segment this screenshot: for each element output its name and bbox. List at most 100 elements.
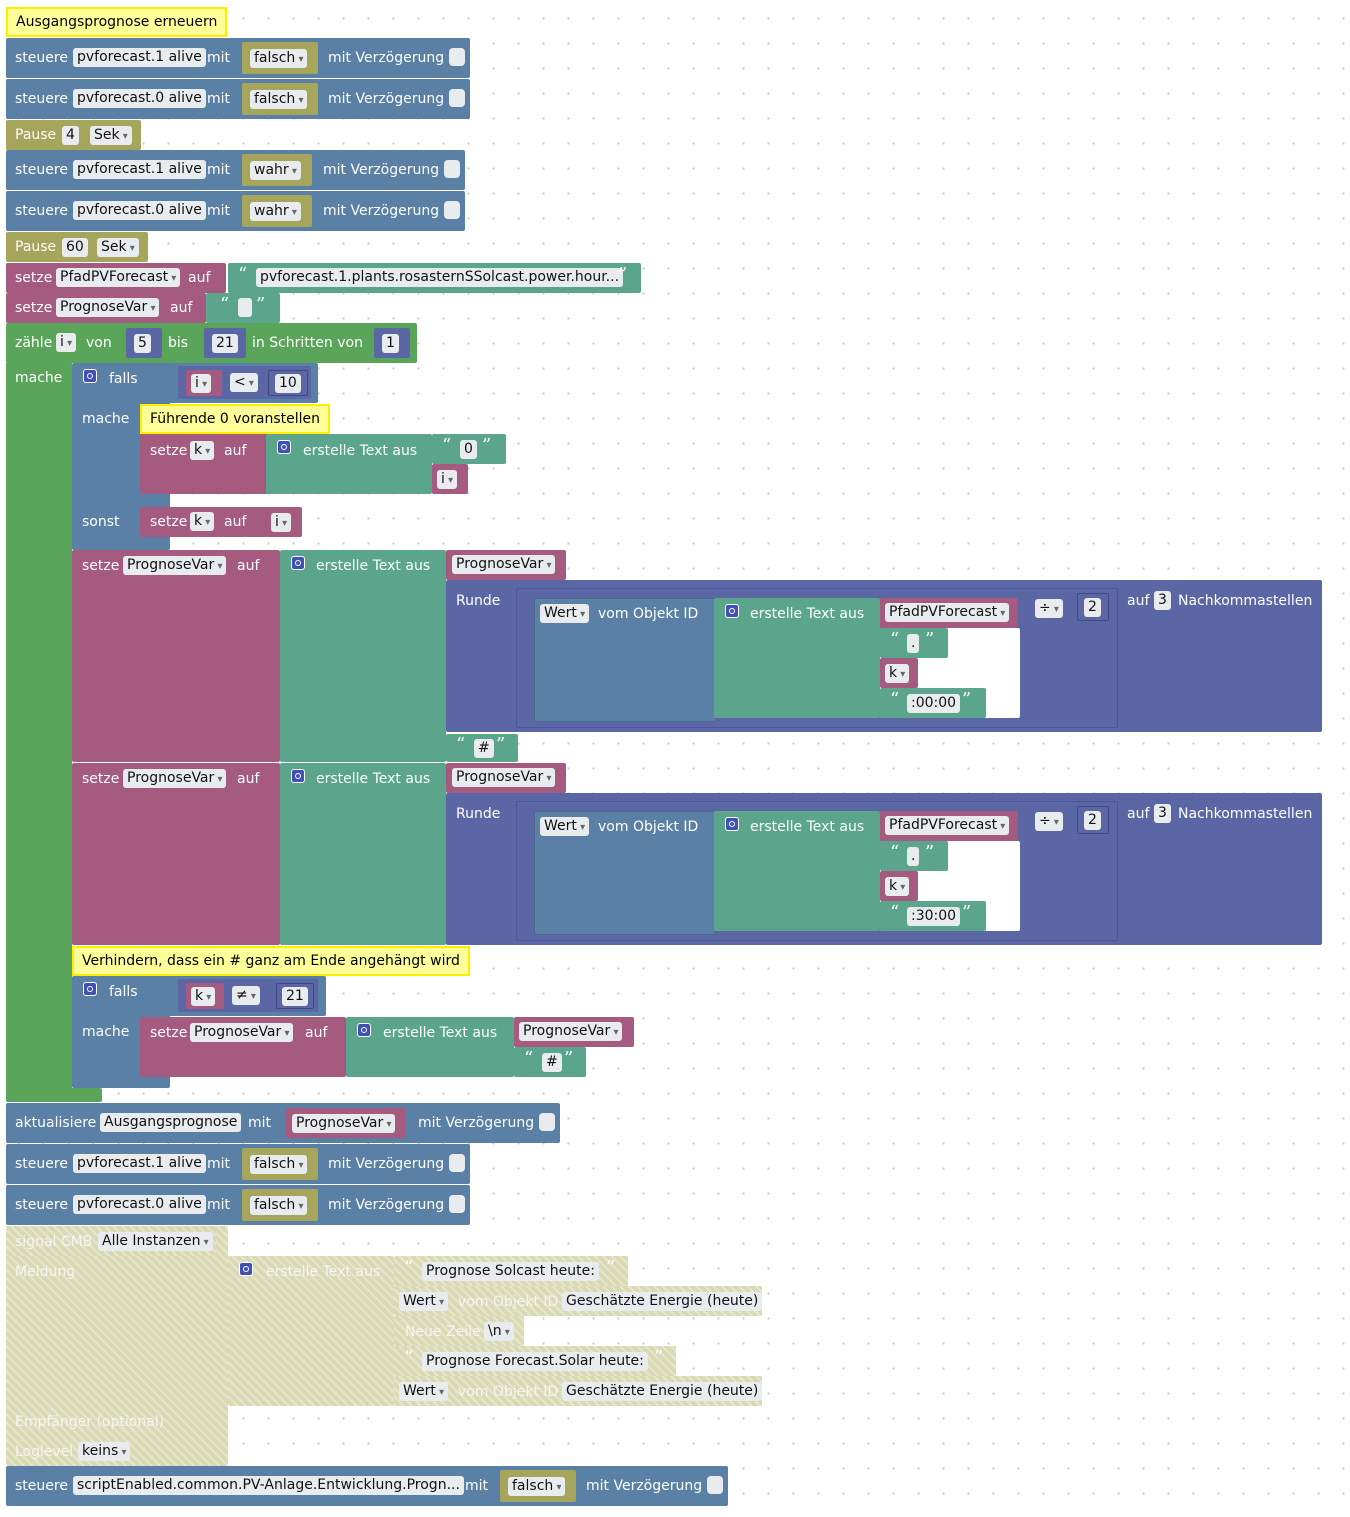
- number-value[interactable]: 2: [1084, 598, 1101, 617]
- variable-dropdown[interactable]: k: [885, 664, 910, 683]
- variable-k-block[interactable]: k: [880, 871, 918, 901]
- text-value[interactable]: 0: [460, 440, 477, 459]
- gear-icon[interactable]: [725, 817, 739, 831]
- number-block[interactable]: 21: [276, 983, 314, 1009]
- text-value[interactable]: Prognose Solcast heute:: [422, 1262, 599, 1281]
- setze-k-i-block[interactable]: setze k auf: [140, 507, 268, 537]
- variable-pfad-block[interactable]: PfadPVForecast: [880, 598, 1018, 628]
- get-value-disabled-2[interactable]: Wert vom Objekt ID Geschätzte Energie (h…: [394, 1376, 763, 1406]
- loglevel-dropdown[interactable]: keins: [78, 1442, 131, 1461]
- number-block-step[interactable]: 1: [374, 328, 410, 358]
- variable-dropdown[interactable]: k: [190, 512, 215, 531]
- wert-dropdown[interactable]: Wert: [399, 1292, 449, 1311]
- variable-dropdown[interactable]: k: [191, 987, 216, 1006]
- text-literal-hash[interactable]: “ # ”: [514, 1047, 586, 1077]
- wert-dropdown[interactable]: Wert: [540, 604, 590, 623]
- text-value[interactable]: :00:00: [907, 694, 961, 713]
- text-join-block[interactable]: erstelle Text aus: [346, 1017, 514, 1077]
- variable-k-block[interactable]: k: [186, 983, 224, 1009]
- number-block[interactable]: 2: [1077, 806, 1109, 834]
- steuere-block-6[interactable]: steuere pvforecast.0 alive mit falsch mi…: [6, 1185, 470, 1225]
- compare-block-lt[interactable]: i < 10: [178, 366, 311, 399]
- step-value[interactable]: 1: [382, 334, 399, 353]
- text-value[interactable]: Prognose Forecast.Solar heute:: [422, 1352, 648, 1371]
- comment-verhindern[interactable]: Verhindern, dass ein # ganz am Ende ange…: [72, 946, 470, 976]
- text-literal-msg2[interactable]: “ Prognose Forecast.Solar heute: ”: [394, 1346, 676, 1376]
- text-literal-zero[interactable]: “ 0 ”: [432, 434, 506, 464]
- object-id-field[interactable]: scriptEnabled.common.PV-Anlage.Entwicklu…: [73, 1476, 464, 1495]
- object-id-field[interactable]: pvforecast.0 alive: [73, 89, 206, 108]
- variable-dropdown[interactable]: i: [437, 470, 458, 489]
- delay-checkbox[interactable]: [449, 1154, 465, 1172]
- text-join-block[interactable]: erstelle Text aus: [266, 434, 432, 494]
- bool-block[interactable]: falsch: [242, 83, 318, 115]
- variable-prognose-block[interactable]: PrognoseVar: [514, 1017, 634, 1047]
- gear-icon[interactable]: [277, 440, 291, 454]
- wert-dropdown[interactable]: Wert: [540, 817, 590, 836]
- delay-checkbox[interactable]: [707, 1476, 723, 1494]
- gear-icon[interactable]: [83, 982, 97, 996]
- number-block-from[interactable]: 5: [126, 328, 162, 358]
- object-id-field[interactable]: pvforecast.0 alive: [73, 1195, 206, 1214]
- decimals-field[interactable]: 3: [1154, 591, 1171, 610]
- bool-block[interactable]: falsch: [242, 42, 318, 74]
- text-join-block[interactable]: erstelle Text aus: [280, 550, 446, 762]
- aktualisiere-block[interactable]: aktualisiere Ausgangsprognose mit Progno…: [6, 1103, 560, 1143]
- steuere-block-1[interactable]: steuere pvforecast.1 alive mit falsch mi…: [6, 38, 470, 78]
- bool-block[interactable]: falsch: [500, 1470, 576, 1502]
- to-value[interactable]: 21: [212, 334, 238, 353]
- variable-prognose-block[interactable]: PrognoseVar: [446, 550, 566, 580]
- variable-k-block[interactable]: k: [880, 658, 918, 688]
- delay-checkbox[interactable]: [449, 48, 465, 66]
- setze-prognose-block-2[interactable]: setze PrognoseVar auf: [72, 763, 280, 945]
- variable-dropdown[interactable]: PrognoseVar: [123, 769, 227, 788]
- from-value[interactable]: 5: [134, 334, 151, 353]
- variable-dropdown[interactable]: PrognoseVar: [519, 1022, 623, 1041]
- bool-dropdown[interactable]: wahr: [250, 202, 301, 221]
- number-block-to[interactable]: 21: [204, 328, 246, 358]
- delay-checkbox[interactable]: [444, 201, 460, 219]
- bool-block[interactable]: wahr: [242, 154, 312, 186]
- gear-icon[interactable]: [239, 1262, 253, 1276]
- text-value[interactable]: #: [474, 739, 494, 758]
- number-block[interactable]: 10: [268, 370, 308, 396]
- operator-dropdown[interactable]: ≠: [232, 986, 260, 1005]
- text-literal-time[interactable]: “ :00:00 ”: [880, 688, 986, 718]
- divide-dropdown[interactable]: ÷: [1035, 812, 1063, 831]
- bool-dropdown[interactable]: falsch: [508, 1477, 566, 1496]
- variable-dropdown[interactable]: PrognoseVar: [123, 556, 227, 575]
- gear-icon[interactable]: [291, 769, 305, 783]
- setze-pfad-block[interactable]: setze PfadPVForecast auf: [6, 263, 226, 293]
- number-value[interactable]: 2: [1084, 811, 1101, 830]
- variable-prognose-block[interactable]: PrognoseVar: [446, 763, 566, 793]
- variable-dropdown[interactable]: i: [191, 374, 212, 393]
- wert-dropdown[interactable]: Wert: [399, 1382, 449, 1401]
- pause-value[interactable]: 4: [62, 126, 79, 145]
- comment-fuehrende-null[interactable]: Führende 0 voranstellen: [140, 404, 330, 434]
- delay-checkbox[interactable]: [449, 89, 465, 107]
- text-join-disabled[interactable]: erstelle Text aus: [228, 1256, 394, 1406]
- pause-value[interactable]: 60: [62, 238, 88, 257]
- text-literal-time[interactable]: “ :30:00 ”: [880, 901, 986, 931]
- gear-icon[interactable]: [725, 604, 739, 618]
- object-id-field[interactable]: pvforecast.1 alive: [73, 160, 206, 179]
- text-literal-empty[interactable]: “ ”: [206, 293, 280, 323]
- variable-dropdown[interactable]: PrognoseVar: [292, 1114, 396, 1133]
- count-loop-header[interactable]: zähle i von 5 bis 21 in Schritten von 1: [6, 323, 417, 363]
- text-join-block[interactable]: erstelle Text aus: [714, 598, 880, 718]
- variable-i-block[interactable]: i: [266, 507, 302, 537]
- delay-checkbox[interactable]: [444, 160, 460, 178]
- steuere-block-2[interactable]: steuere pvforecast.0 alive mit falsch mi…: [6, 79, 470, 119]
- divide-dropdown[interactable]: ÷: [1035, 599, 1063, 618]
- object-id-field[interactable]: Geschätzte Energie (heute): [562, 1292, 763, 1311]
- number-block[interactable]: 2: [1077, 593, 1109, 621]
- pause-unit-dropdown[interactable]: Sek: [90, 126, 132, 145]
- bool-dropdown[interactable]: falsch: [250, 49, 308, 68]
- get-value-block[interactable]: Wert vom Objekt ID: [534, 598, 716, 722]
- object-id-field[interactable]: Ausgangsprognose: [100, 1113, 242, 1132]
- pause-block-2[interactable]: Pause 60 Sek: [6, 232, 148, 262]
- bool-block[interactable]: falsch: [242, 1189, 318, 1221]
- bool-block[interactable]: falsch: [242, 1148, 318, 1180]
- text-literal-dot[interactable]: “ . ”: [880, 841, 948, 871]
- empty-text-field[interactable]: [238, 298, 252, 317]
